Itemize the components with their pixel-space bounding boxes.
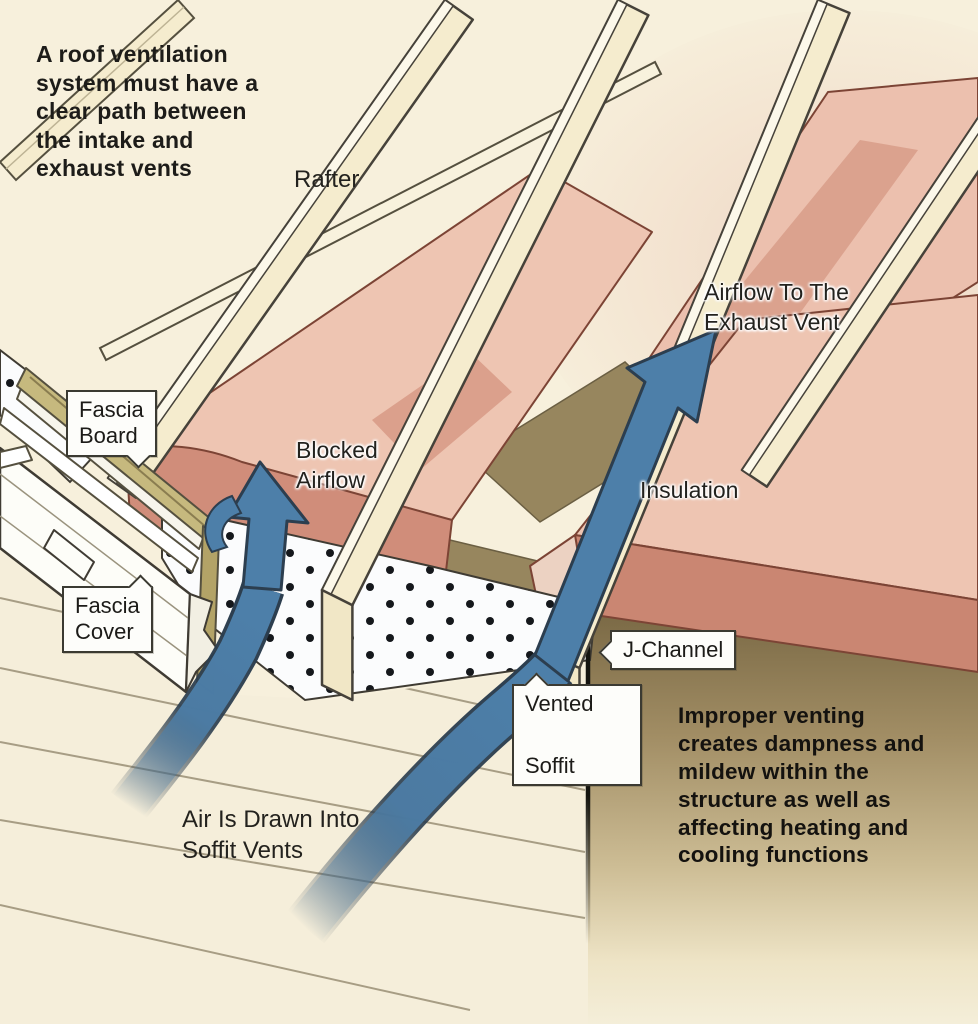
callout-j-channel: J-Channel xyxy=(598,630,737,671)
blocked-arrow-head xyxy=(226,460,310,592)
callout-fascia-cover-line1: Fascia xyxy=(75,593,140,618)
label-airflow-exhaust-line1: Airflow To The xyxy=(704,279,849,305)
callout-vented-soffit-line2: Soffit xyxy=(525,752,575,778)
blocked-arrow-curl xyxy=(204,494,243,554)
callout-fascia-cover-line2: Cover xyxy=(75,619,134,645)
label-insulation: Insulation xyxy=(640,477,739,503)
exhaust-arrow-head xyxy=(533,328,718,683)
callout-vented-soffit-line1: Vented xyxy=(525,691,594,716)
warning-note: Improper venting creates dampness and mi… xyxy=(678,703,925,868)
rafter-2-foot xyxy=(320,588,354,702)
intro-note: A roof ventilation system must have a cl… xyxy=(36,41,259,182)
far-beams xyxy=(0,0,663,362)
callout-fascia-board-line2: Board xyxy=(79,423,138,449)
label-airflow-exhaust: Airflow To The Exhaust Vent xyxy=(704,278,849,338)
label-air-drawn: Air Is Drawn Into Soffit Vents xyxy=(182,804,359,866)
gutter-left-tab xyxy=(0,445,33,469)
label-airflow-exhaust-line2: Exhaust Vent xyxy=(704,308,840,335)
callout-fascia-board-line1: Fascia xyxy=(79,397,144,422)
wall-shadow-region xyxy=(588,612,978,1024)
callout-vented-soffit: Vented Soffit xyxy=(512,672,642,786)
eave-assembly xyxy=(0,367,220,695)
gutter-back-lip xyxy=(0,407,199,573)
label-blocked-airflow-line1: Blocked xyxy=(296,437,378,463)
label-blocked-airflow: Blocked Airflow xyxy=(296,436,378,496)
callout-j-channel-text: J-Channel xyxy=(623,637,724,662)
label-air-drawn-line2: Soffit Vents xyxy=(182,837,303,865)
callout-fascia-board: Fascia Board xyxy=(66,390,157,469)
blocked-arrow-tail xyxy=(113,582,281,818)
label-blocked-airflow-line2: Airflow xyxy=(296,466,366,493)
callout-fascia-cover: Fascia Cover xyxy=(62,574,153,653)
gutter-notch xyxy=(43,529,95,581)
label-air-drawn-line1: Air Is Drawn Into xyxy=(182,806,360,833)
label-rafter: Rafter xyxy=(294,166,360,193)
